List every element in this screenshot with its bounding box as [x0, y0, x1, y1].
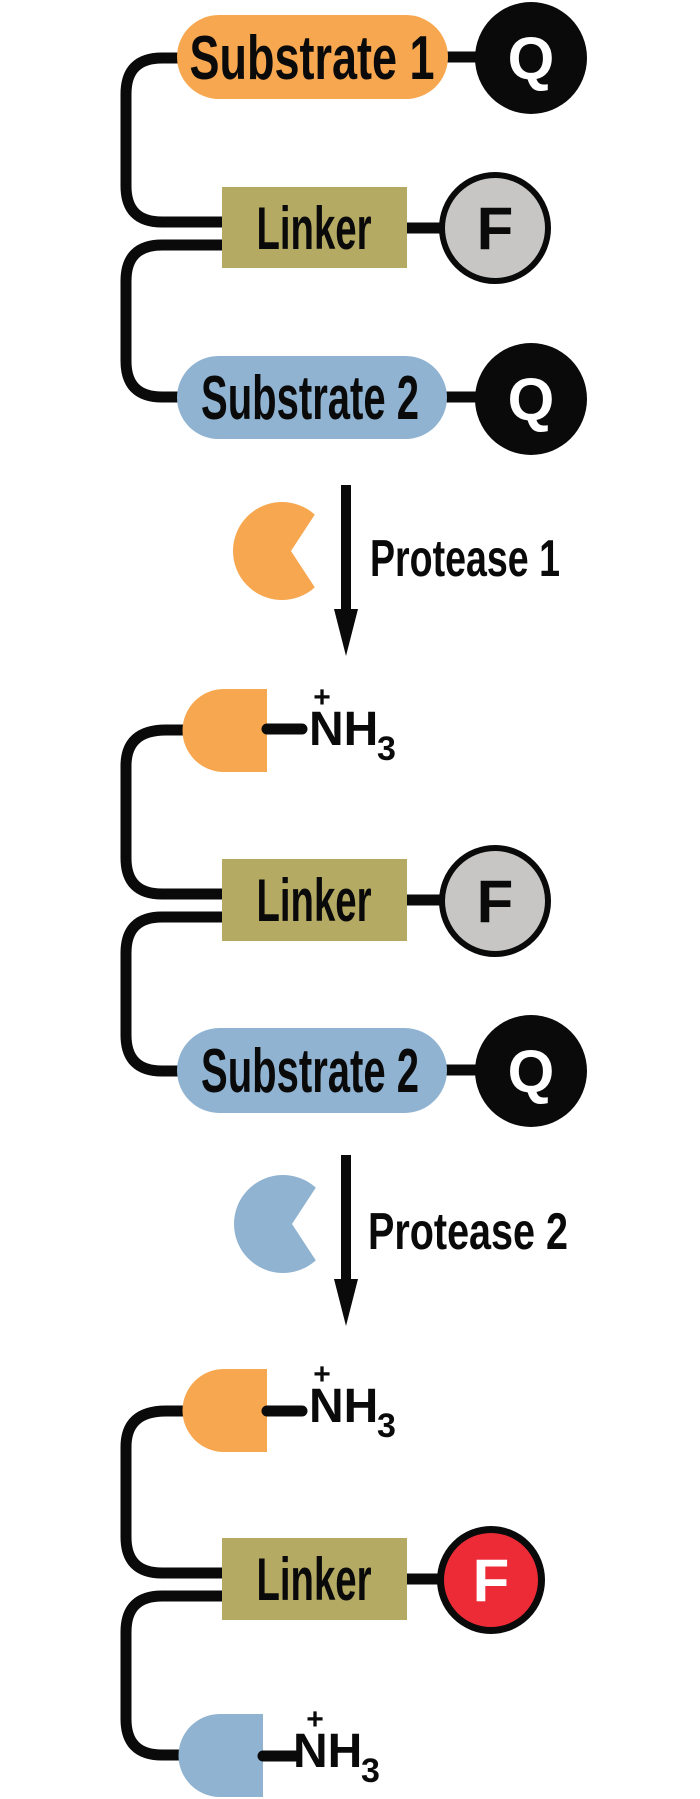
amine1-subscript: 3 [377, 730, 396, 768]
linker3-label: Linker [257, 1546, 372, 1613]
cleaved-substrate1b-shape [182, 1368, 267, 1452]
linker2-label: Linker [257, 867, 372, 934]
protease1-pacman-icon [232, 502, 315, 601]
protease1-label: Protease 1 [370, 530, 560, 588]
backbone-linker-to-substrate2 [120, 239, 231, 403]
backbone-cleaved1-to-linker [120, 724, 231, 900]
quencher3-label: Q [508, 1038, 555, 1105]
cleaved-substrate2-shape [178, 1714, 263, 1797]
backbone-substrate1-to-linker [120, 52, 231, 228]
amine3-base: NH [293, 1725, 362, 1778]
backbone-linker3-to-cleaved2 [120, 1590, 231, 1761]
amine2-base: NH [309, 1380, 378, 1433]
substrate1-label: Substrate 1 [190, 24, 435, 93]
protease2-label: Protease 2 [368, 1203, 568, 1261]
linker1-rect [222, 187, 407, 268]
fluorophore3-circle-active [437, 1526, 545, 1634]
quencher2-label: Q [508, 366, 555, 433]
quencher2-circle [475, 343, 587, 455]
backbone-cleaved1b-to-linker [120, 1405, 231, 1579]
fluorophore1-circle [439, 172, 551, 284]
substrate2b-label: Substrate 2 [201, 1037, 419, 1106]
fluorophore1-label: F [477, 195, 514, 262]
amine2-charge: + [313, 1358, 331, 1391]
linker1-label: Linker [257, 195, 372, 262]
backbone-linker2-to-substrate2 [120, 911, 231, 1077]
fluorophore3-label: F [473, 1547, 510, 1614]
fluorophore2-label: F [477, 868, 514, 935]
substrate2-label: Substrate 2 [201, 364, 419, 433]
fluorophore2-circle [439, 845, 551, 957]
reaction-arrow-2-head [334, 1279, 358, 1326]
linker3-rect [222, 1538, 407, 1620]
reaction-arrow-1-head [334, 609, 358, 656]
amine3-charge: + [306, 1703, 324, 1736]
substrate2b-pill [177, 1028, 447, 1113]
amine1-charge: + [313, 681, 331, 714]
quencher3-circle [475, 1015, 587, 1127]
substrate1-pill [177, 15, 448, 99]
cleaved-substrate1-shape [182, 689, 267, 772]
amine1-base: NH [309, 703, 378, 756]
substrate2-pill [177, 356, 447, 439]
quencher1-circle [475, 2, 587, 114]
amine2-subscript: 3 [377, 1407, 396, 1445]
protease2-pacman-icon [233, 1175, 316, 1273]
linker2-rect [222, 859, 407, 941]
amine3-subscript: 3 [361, 1752, 380, 1790]
quencher1-label: Q [508, 25, 555, 92]
